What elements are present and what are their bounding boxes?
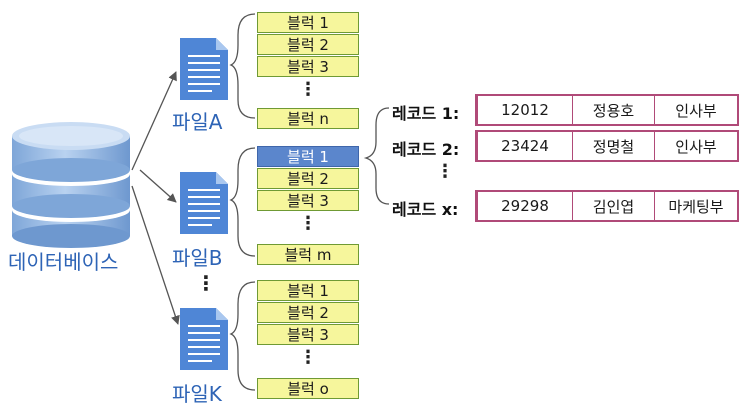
record-2-row: 23424 정명철 인사부 (475, 130, 739, 162)
files-ellipsis: ⋮ (196, 271, 216, 295)
file-a-block-2: 블럭 2 (257, 34, 359, 55)
file-b-block-3: 블럭 3 (257, 190, 359, 211)
bracket-file-a (229, 13, 256, 119)
record-1-id: 12012 (478, 96, 573, 124)
records-ellipsis: ⋮ (436, 161, 454, 182)
file-k-blocks-ellipsis: ⋮ (299, 347, 317, 368)
record-x-label: 레코드 x: (392, 200, 459, 219)
file-a-block-n: 블럭 n (257, 108, 359, 129)
file-b-block-1-selected: 블럭 1 (257, 146, 359, 167)
record-1-name: 정용호 (573, 96, 655, 124)
file-k-block-o: 블럭 o (257, 378, 359, 399)
record-1-dept: 인사부 (675, 101, 717, 120)
file-a-blocks-ellipsis: ⋮ (299, 79, 317, 100)
bracket-file-k (229, 281, 256, 391)
file-a-label: 파일A (172, 110, 223, 134)
file-b-blocks-ellipsis: ⋮ (299, 213, 317, 234)
record-2-dept: 인사부 (675, 137, 717, 156)
file-k-block-1: 블럭 1 (257, 280, 359, 301)
file-a-block-1: 블럭 1 (257, 12, 359, 33)
file-b-block-2: 블럭 2 (257, 168, 359, 189)
file-k-block-2: 블럭 2 (257, 302, 359, 323)
record-x-id: 29298 (478, 192, 573, 220)
record-2-label: 레코드 2: (392, 140, 460, 159)
file-k-label: 파일K (172, 382, 222, 406)
arrow-db-to-file-k (131, 185, 180, 325)
record-2-name: 정명철 (573, 132, 655, 160)
record-2-id: 23424 (478, 132, 573, 160)
bracket-file-b (229, 147, 256, 257)
file-b-label: 파일B (172, 246, 223, 270)
record-x-dept: 마케팅부 (668, 197, 724, 216)
record-1-row: 12012 정용호 인사부 (475, 94, 739, 126)
database-label: 데이터베이스 (8, 250, 119, 274)
record-x-row: 29298 김인엽 마케팅부 (475, 190, 739, 222)
bracket-records (363, 107, 390, 205)
file-b-block-m: 블럭 m (257, 244, 359, 265)
file-k-icon (180, 308, 228, 370)
file-a-block-3: 블럭 3 (257, 56, 359, 77)
file-k-block-3: 블럭 3 (257, 324, 359, 345)
arrow-db-to-file-b (139, 169, 177, 203)
arrow-db-to-file-a (131, 71, 177, 171)
record-x-name: 김인엽 (573, 192, 655, 220)
database-icon (12, 122, 130, 248)
file-a-icon (180, 38, 228, 100)
record-1-label: 레코드 1: (392, 104, 460, 123)
file-b-icon (180, 172, 228, 234)
